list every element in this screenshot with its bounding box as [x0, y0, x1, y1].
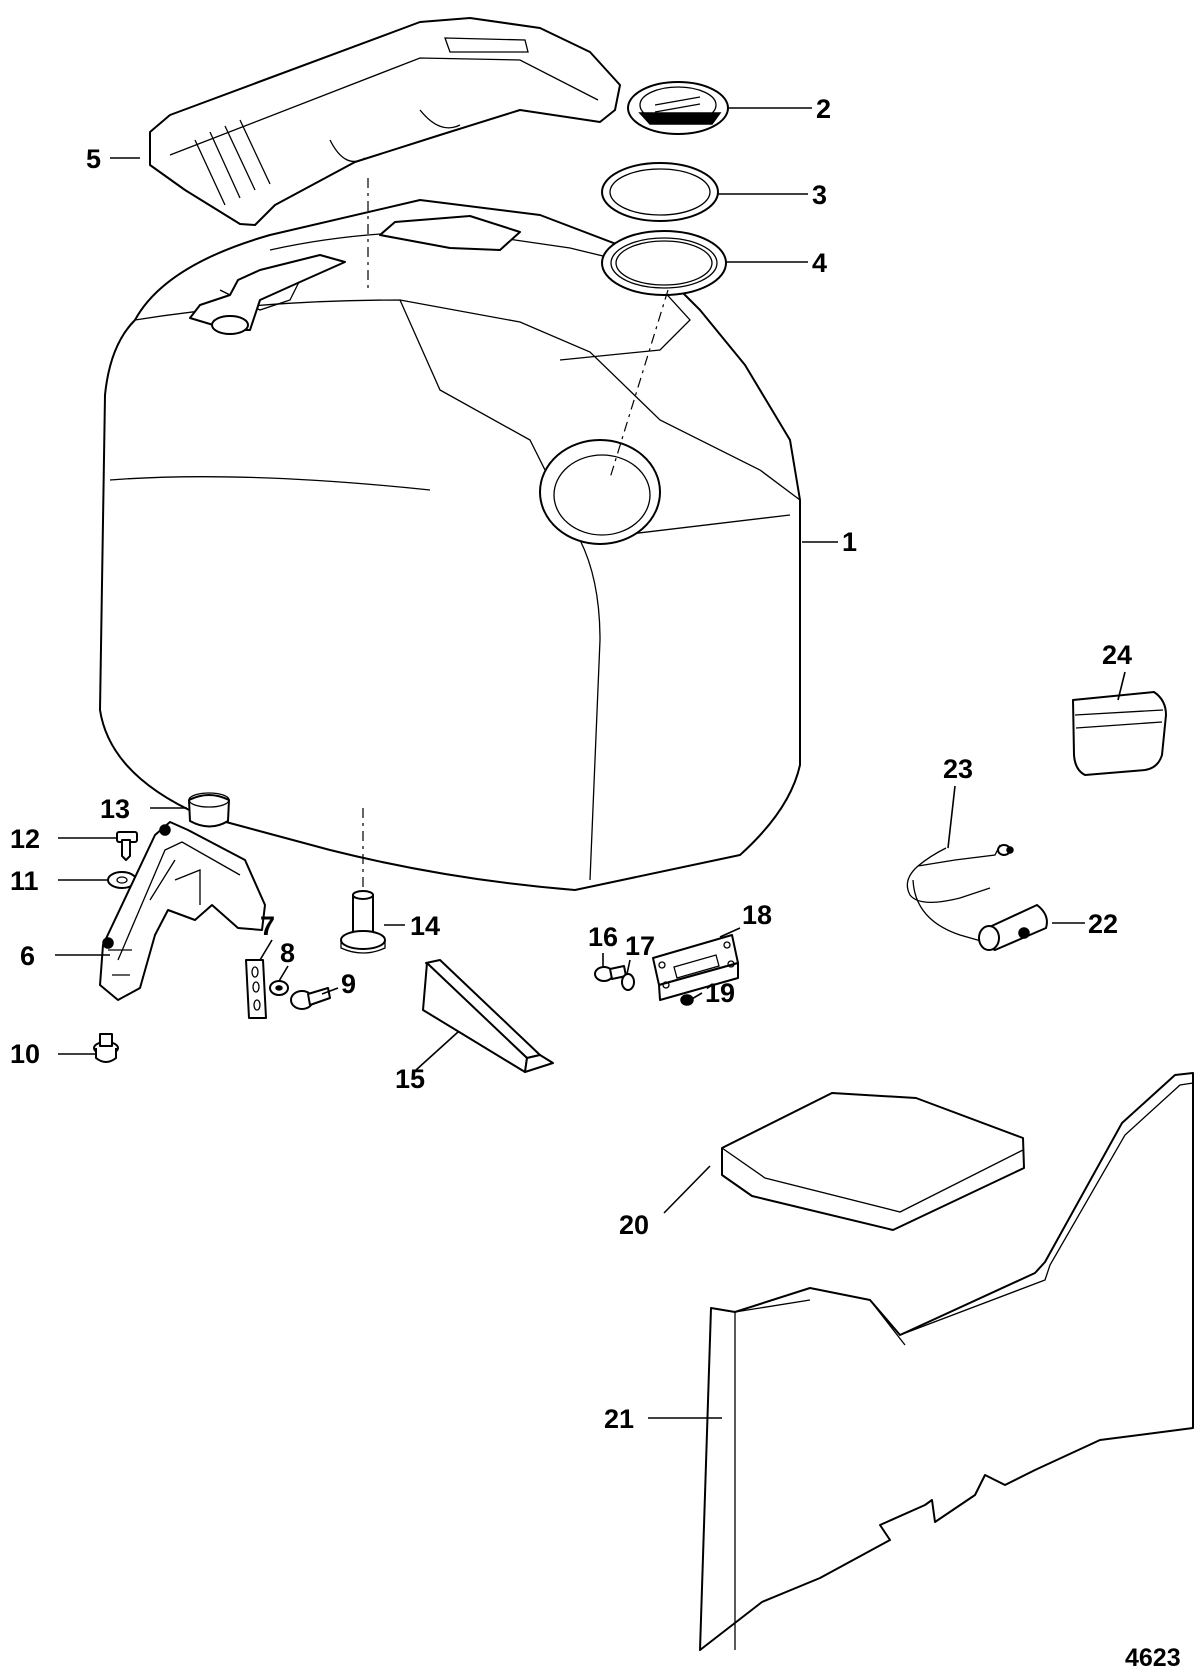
part-latch-plate: [652, 934, 739, 1001]
callout-labels: 1 2 3 4 5 6 7 8 9 10 11 12 13 14 15 16 1…: [10, 94, 1181, 1672]
part-ring: [601, 162, 719, 222]
part-seal-ring: [601, 230, 727, 296]
part-nut-19: [680, 994, 694, 1006]
part-cap: [627, 81, 729, 135]
figure-number: 4623: [1125, 1644, 1181, 1672]
alignment-lines: [362, 178, 669, 900]
callout-23: 23: [943, 754, 973, 784]
part-bolt-16: [594, 965, 627, 982]
callout-20: 20: [619, 1210, 649, 1240]
callout-13: 13: [100, 794, 130, 824]
callout-24: 24: [1102, 640, 1132, 670]
part-top-cover: [149, 17, 621, 226]
callout-15: 15: [395, 1064, 425, 1094]
part-kill-switch: [978, 904, 1048, 951]
callout-6: 6: [20, 941, 35, 971]
part-screw: [116, 831, 138, 861]
part-washer-17: [621, 973, 635, 991]
callout-11: 11: [10, 866, 39, 896]
callout-14: 14: [410, 911, 440, 941]
callout-9: 9: [341, 969, 356, 999]
part-bolt: [340, 890, 386, 954]
part-latch-bracket: [99, 821, 266, 1001]
part-fastener: [93, 1033, 119, 1063]
callout-8: 8: [280, 938, 295, 968]
leader-lines: [55, 107, 1126, 1419]
callout-19: 19: [705, 978, 735, 1008]
callout-7: 7: [260, 911, 275, 941]
callout-12: 12: [10, 824, 40, 854]
part-screw-9: [290, 987, 331, 1010]
callout-16: 16: [588, 922, 618, 952]
callout-3: 3: [812, 180, 827, 210]
callout-17: 17: [625, 931, 655, 961]
callout-4: 4: [812, 248, 827, 278]
callout-21: 21: [604, 1404, 634, 1434]
callout-10: 10: [10, 1039, 40, 1069]
callout-5: 5: [86, 144, 101, 174]
part-pad: [721, 1092, 1025, 1231]
part-insulation-panel: [699, 1072, 1194, 1651]
callout-1: 1: [842, 527, 857, 557]
part-engine-cowl: [99, 199, 801, 891]
part-grommet: [188, 792, 230, 828]
callout-22: 22: [1088, 909, 1118, 939]
part-lanyard: [906, 844, 1014, 946]
part-nut: [269, 980, 289, 996]
part-plate: [245, 959, 267, 1019]
part-angle-strip: [422, 959, 554, 1073]
callout-18: 18: [742, 900, 772, 930]
part-label-pad: [1072, 691, 1167, 776]
callout-2: 2: [816, 94, 831, 124]
